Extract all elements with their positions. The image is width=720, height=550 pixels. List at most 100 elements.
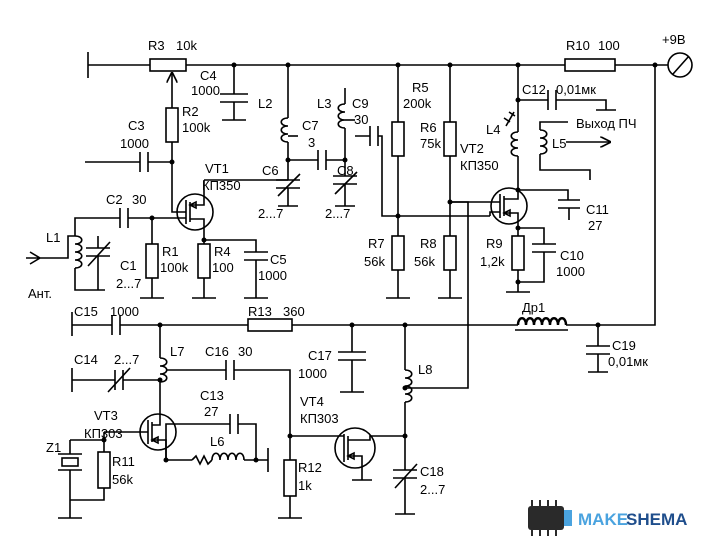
supply-label: +9В xyxy=(662,32,686,47)
c12-capacitor: C12 0,01мк xyxy=(515,82,616,111)
c4-value: 1000 xyxy=(191,83,220,98)
r13-label: R13 xyxy=(248,304,272,319)
l4-l5-transformer: L4 L5 Выход ПЧ xyxy=(486,65,637,180)
c2-value: 30 xyxy=(132,192,146,207)
c8-label: C8 xyxy=(337,163,354,178)
c16-capacitor: C16 30 xyxy=(205,344,291,436)
c18-label: C18 xyxy=(420,464,444,479)
c19-value: 0,01мк xyxy=(608,354,648,369)
c2-label: C2 xyxy=(106,192,123,207)
c16-label: C16 xyxy=(205,344,229,359)
l7-inductor: L7 xyxy=(157,325,226,418)
logo-text-make: MAKE xyxy=(578,510,628,529)
l3-label: L3 xyxy=(317,96,331,111)
c4-capacitor: C4 1000 xyxy=(191,65,248,121)
c5-value: 1000 xyxy=(258,268,287,283)
r2-label: R2 xyxy=(182,104,199,119)
c13-capacitor: C13 27 xyxy=(165,388,257,460)
c15-capacitor: C15 1000 xyxy=(71,304,160,336)
c12-value: 0,01мк xyxy=(556,82,596,97)
r5-label: R5 xyxy=(412,80,429,95)
c1-label: C1 xyxy=(120,258,137,273)
vt4-label: VT4 xyxy=(300,394,324,409)
vt2-label: VT2 xyxy=(460,141,484,156)
c6-trimmer: C6 2...7 xyxy=(258,163,301,221)
r2-resistor: R2 100k xyxy=(165,104,211,198)
c14-label: C14 xyxy=(74,352,98,367)
c8-trimmer: C8 2...7 xyxy=(325,163,358,221)
r9-value: 1,2k xyxy=(480,254,505,269)
c10-capacitor: C10 1000 xyxy=(515,225,585,283)
r7-label: R7 xyxy=(368,236,385,251)
dr1-label: Др1 xyxy=(522,300,545,315)
if-output-label: Выход ПЧ xyxy=(576,116,637,131)
c19-capacitor: C19 0,01мк xyxy=(586,325,648,373)
c11-label: C11 xyxy=(586,202,609,217)
r13-value: 360 xyxy=(283,304,305,319)
c5-label: C5 xyxy=(270,252,287,267)
l2-label: L2 xyxy=(258,96,272,111)
l6-inductor: L6 xyxy=(163,434,269,472)
c3-capacitor: C3 1000 xyxy=(85,118,172,172)
r10-resistor: R10 100 xyxy=(564,38,620,72)
c7-value: 3 xyxy=(308,135,315,150)
c7-label: C7 xyxy=(302,118,319,133)
r11-label: R11 xyxy=(112,454,135,469)
r3-value: 10k xyxy=(176,38,197,53)
vt4-transistor: VT4 КП303 xyxy=(287,394,405,481)
r12-label: R12 xyxy=(298,460,322,475)
r6-r8-divider: R6 75k R8 56k xyxy=(414,65,462,299)
vt4-type: КП303 xyxy=(300,411,339,426)
c18-value: 2...7 xyxy=(420,482,445,497)
vt1-type: КП350 xyxy=(202,178,241,193)
c14-value: 2...7 xyxy=(114,352,139,367)
antenna: Ант. xyxy=(26,251,60,301)
r7-value: 56k xyxy=(364,254,385,269)
z1-label: Z1 xyxy=(46,440,61,455)
c11-value: 27 xyxy=(588,218,602,233)
antenna-label: Ант. xyxy=(28,286,52,301)
c15-value: 1000 xyxy=(110,304,139,319)
vt1-label: VT1 xyxy=(205,161,229,176)
l6-label: L6 xyxy=(210,434,224,449)
supply-rail xyxy=(87,52,668,78)
supply-terminal: +9В xyxy=(662,32,693,78)
r12-value: 1k xyxy=(298,478,312,493)
dr1-choke: Др1 xyxy=(515,65,656,331)
r10-label: R10 xyxy=(566,38,590,53)
c16-value: 30 xyxy=(238,344,252,359)
c3-label: C3 xyxy=(128,118,145,133)
c17-label: C17 xyxy=(308,348,332,363)
r9-resistor: R9 1,2k xyxy=(480,235,530,293)
l1-label: L1 xyxy=(46,230,60,245)
l8-inductor: L8 xyxy=(402,201,469,439)
c8-value: 2...7 xyxy=(325,206,350,221)
r6-label: R6 xyxy=(420,120,437,135)
r4-label: R4 xyxy=(214,244,231,259)
c6-label: C6 xyxy=(262,163,279,178)
vt2-type: КП350 xyxy=(460,158,499,173)
c17-value: 1000 xyxy=(298,366,327,381)
c18-trimmer: C18 2...7 xyxy=(393,436,445,515)
r1-value: 100k xyxy=(160,260,189,275)
r11-resistor: R11 56k xyxy=(70,451,135,501)
r4-value: 100 xyxy=(212,260,234,275)
c9-capacitor: C9 30 xyxy=(352,96,490,217)
r11-value: 56k xyxy=(112,472,133,487)
c4-label: C4 xyxy=(200,68,217,83)
r3-label: R3 xyxy=(148,38,165,53)
c9-value: 30 xyxy=(354,112,368,127)
makeshema-logo: MAKE SHEMA xyxy=(528,500,687,536)
r3-potentiometer: R3 10k xyxy=(148,38,197,108)
vt1-transistor: VT1 КП350 xyxy=(171,161,241,240)
l1-inductor: L1 xyxy=(46,217,106,291)
l3-inductor: L3 xyxy=(317,88,355,176)
c1-trimmer: C1 2...7 xyxy=(86,236,141,291)
c6-value: 2...7 xyxy=(258,206,283,221)
r2-value: 100k xyxy=(182,120,211,135)
l2-inductor: L2 xyxy=(204,65,298,181)
r9-label: R9 xyxy=(486,236,503,251)
l7-label: L7 xyxy=(170,344,184,359)
l8-label: L8 xyxy=(418,362,432,377)
